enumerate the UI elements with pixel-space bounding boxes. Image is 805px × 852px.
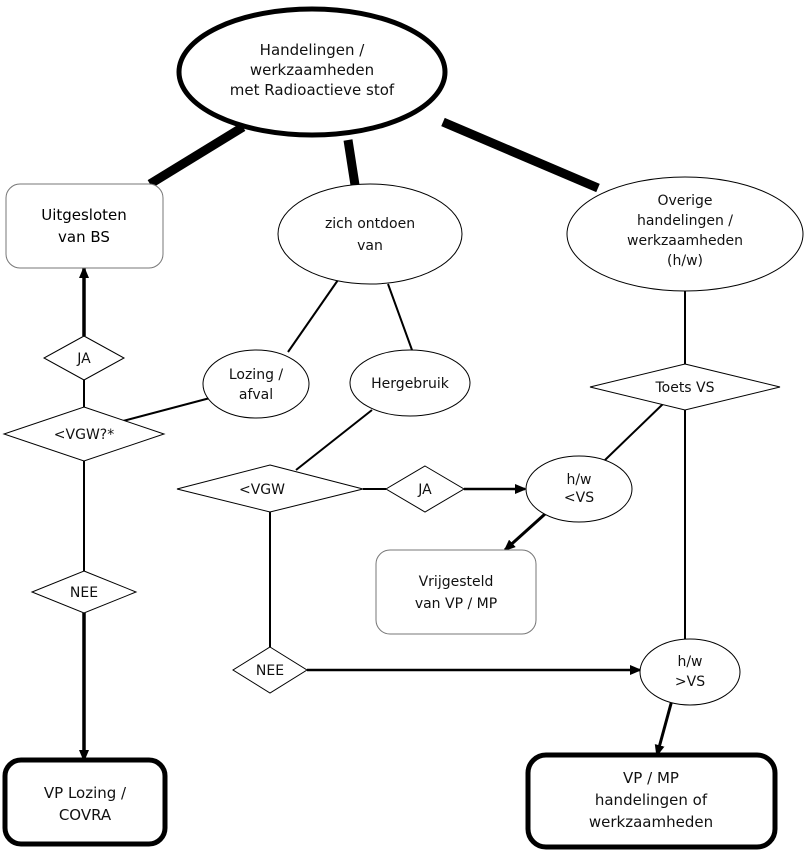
lozing-label: Lozing / afval bbox=[229, 367, 284, 403]
overige-label: Overige handelingen / werkzaamheden (h/w) bbox=[627, 193, 743, 269]
vrijgesteld-label: Vrijgesteld van VP / MP bbox=[415, 574, 497, 612]
vp-mp-line: VP / MP bbox=[623, 769, 679, 787]
vp-mp-label: VP / MP handelingen of werkzaamheden bbox=[589, 769, 713, 831]
vgw-mid-label: <VGW bbox=[239, 482, 285, 498]
edge-root-ontdoen bbox=[343, 139, 360, 186]
edge-hwlt-vrijgesteld bbox=[503, 512, 547, 552]
uitgesloten-line: Uitgesloten bbox=[41, 206, 127, 224]
hw-lt-vs-line: h/w bbox=[566, 472, 591, 488]
hergebruik-node bbox=[349, 349, 471, 417]
lozing-line: afval bbox=[239, 387, 273, 403]
toets-label: Toets VS bbox=[654, 380, 714, 396]
root-line: Handelingen / bbox=[260, 41, 366, 59]
edge-hwgt-vpmp bbox=[654, 699, 674, 757]
overige-line: (h/w) bbox=[667, 253, 703, 269]
ja-mid-diamond bbox=[385, 465, 465, 513]
edge-toets-hwlt bbox=[604, 401, 666, 461]
ja-mid-label: JA bbox=[417, 482, 432, 498]
uitgesloten-box bbox=[5, 183, 164, 269]
edge-ontdoen-hergebruik bbox=[387, 283, 413, 351]
nee-mid-line: NEE bbox=[256, 663, 284, 679]
vgw-left-label: <VGW?* bbox=[54, 427, 114, 443]
ontdoen-node bbox=[277, 183, 463, 285]
vp-mp-box bbox=[525, 752, 778, 850]
connectors bbox=[79, 117, 686, 762]
hw-lt-vs-line: <VS bbox=[564, 490, 594, 506]
vp-lozing-line: VP Lozing / bbox=[44, 784, 127, 802]
edge-root-overige bbox=[441, 117, 600, 193]
root-node bbox=[176, 6, 448, 138]
ontdoen-line: van bbox=[357, 238, 383, 254]
root-line: met Radioactieve stof bbox=[230, 81, 395, 99]
nee-left-label: NEE bbox=[70, 585, 98, 601]
hergebruik-label: Hergebruik bbox=[371, 376, 450, 392]
overige-node bbox=[566, 176, 804, 292]
root-line: werkzaamheden bbox=[250, 61, 374, 79]
vrijgesteld-line: Vrijgesteld bbox=[419, 574, 494, 590]
ontdoen-line: zich ontdoen bbox=[325, 216, 415, 232]
hw-lt-vs-node bbox=[525, 455, 633, 523]
labels: Handelingen / werkzaamheden met Radioactie… bbox=[41, 41, 743, 831]
nee-mid-label: NEE bbox=[256, 663, 284, 679]
ja-mid-line: JA bbox=[417, 482, 432, 498]
vp-mp-line: werkzaamheden bbox=[589, 813, 713, 831]
edge-ontdoen-lozing bbox=[287, 279, 339, 353]
hergebruik-line: Hergebruik bbox=[371, 376, 450, 392]
uitgesloten-line: van BS bbox=[58, 228, 110, 246]
hw-gt-vs-label: h/w >VS bbox=[675, 654, 705, 690]
toets-line: Toets VS bbox=[654, 380, 714, 396]
vgw-left-diamond bbox=[2, 406, 166, 462]
hw-gt-vs-line: >VS bbox=[675, 674, 705, 690]
vp-lozing-box bbox=[2, 757, 168, 847]
lozing-node bbox=[202, 349, 310, 419]
uitgesloten-label: Uitgesloten van BS bbox=[41, 206, 127, 246]
vrijgesteld-box bbox=[375, 549, 537, 635]
lozing-line: Lozing / bbox=[229, 367, 284, 383]
ja-left-line: JA bbox=[76, 351, 91, 367]
hw-gt-vs-line: h/w bbox=[677, 654, 702, 670]
toets-diamond bbox=[589, 363, 781, 411]
root-label: Handelingen / werkzaamheden met Radioactie… bbox=[230, 41, 395, 99]
overige-line: Overige bbox=[657, 193, 712, 209]
overige-line: handelingen / bbox=[637, 213, 733, 229]
vgw-left-line: <VGW?* bbox=[54, 427, 114, 443]
nee-left-line: NEE bbox=[70, 585, 98, 601]
edge-hergebruik-vgw bbox=[295, 409, 373, 471]
vrijgesteld-line: van VP / MP bbox=[415, 596, 497, 612]
edge-root-uitgesloten bbox=[147, 123, 246, 188]
vp-mp-line: handelingen of bbox=[595, 791, 708, 809]
ja-left-label: JA bbox=[76, 351, 91, 367]
vgw-mid-diamond bbox=[176, 464, 364, 513]
shapes bbox=[2, 6, 804, 850]
overige-line: werkzaamheden bbox=[627, 233, 743, 249]
nee-mid-diamond bbox=[232, 646, 308, 694]
edge-lozing-vgw bbox=[122, 397, 211, 422]
hw-lt-vs-label: h/w <VS bbox=[564, 472, 594, 506]
nee-left-diamond bbox=[30, 570, 138, 614]
ontdoen-label: zich ontdoen van bbox=[325, 216, 415, 254]
vgw-mid-line: <VGW bbox=[239, 482, 285, 498]
vp-lozing-label: VP Lozing / COVRA bbox=[44, 784, 127, 824]
hw-gt-vs-node bbox=[639, 638, 741, 706]
vp-lozing-line: COVRA bbox=[59, 806, 112, 824]
ja-left-diamond bbox=[42, 335, 126, 381]
